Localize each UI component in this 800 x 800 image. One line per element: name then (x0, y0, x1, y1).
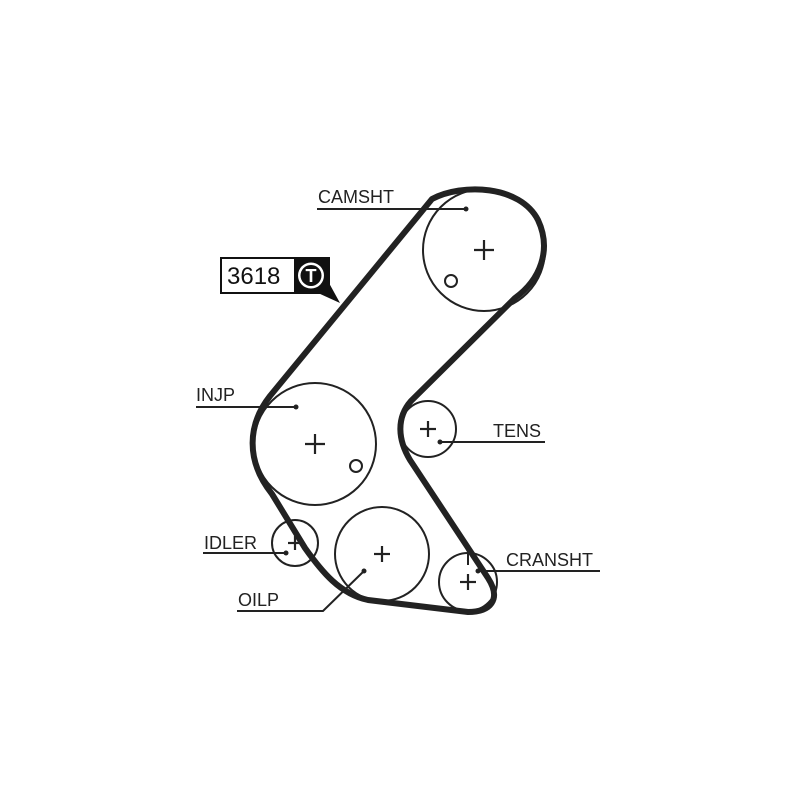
injection-pump-pulley (253, 382, 377, 506)
timing-mark-hole (349, 459, 363, 473)
belt-code-badge: 3618 T (220, 257, 340, 303)
idler-pulley (271, 519, 319, 567)
label-crankshaft: CRANSHT (506, 550, 593, 570)
leader-lines (196, 206, 600, 612)
label-injection-pump: INJP (196, 385, 235, 405)
label-camshaft: CAMSHT (318, 187, 394, 207)
label-idler: IDLER (204, 533, 257, 553)
crankshaft-pulley (438, 548, 498, 612)
timing-arrow-icon (465, 548, 471, 554)
label-tensioner: TENS (493, 421, 541, 441)
belt-code-number: 3618 (227, 263, 280, 290)
tensioner-pulley (399, 400, 457, 458)
camshaft-pulley (422, 188, 546, 312)
timing-belt (249, 186, 547, 615)
label-oil-pump: OILP (238, 590, 279, 610)
timing-mark-hole (444, 274, 458, 288)
belt-type-letter: T (306, 266, 317, 286)
oil-pump-pulley (334, 506, 430, 602)
